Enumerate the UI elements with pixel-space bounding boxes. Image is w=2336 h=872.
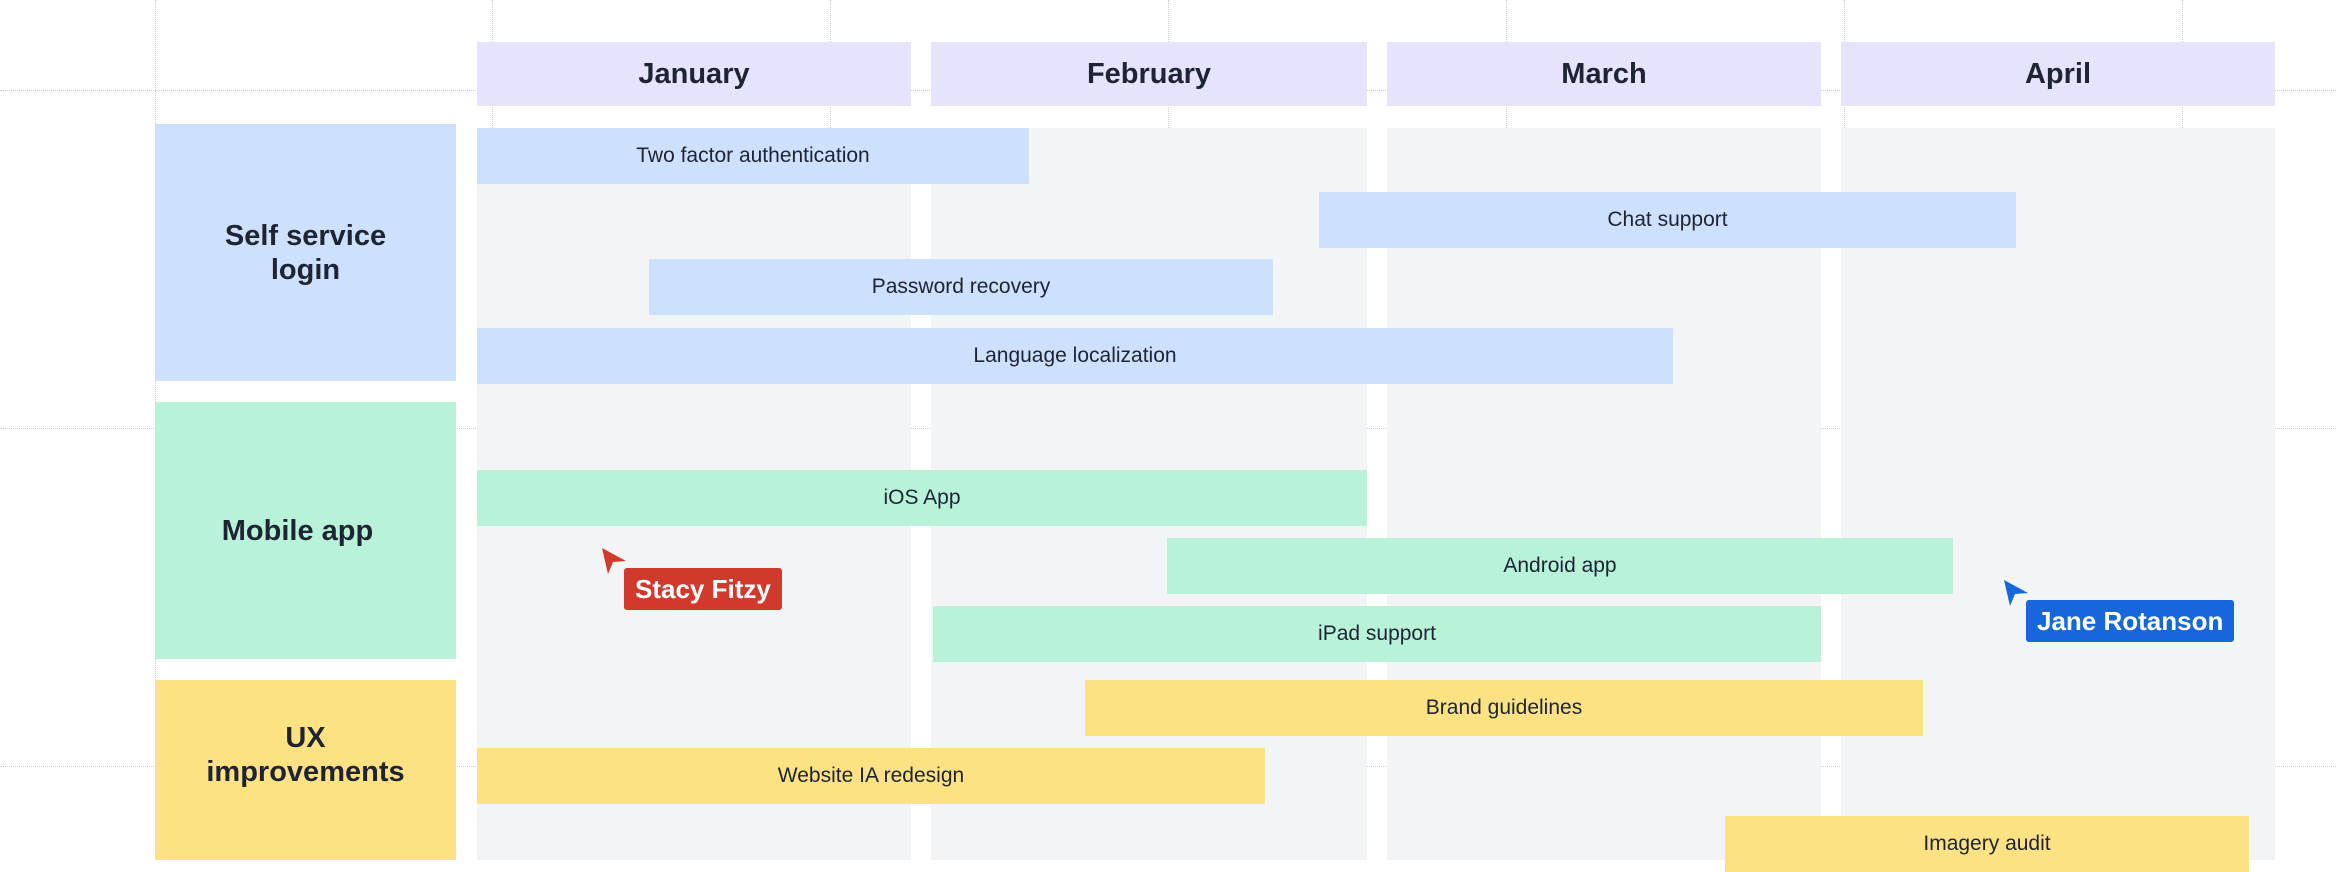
swimlane-mobile-app[interactable]: Mobile app <box>155 402 456 659</box>
task-bar-brand-guidelines[interactable]: Brand guidelines <box>1085 680 1923 736</box>
task-bar-ios-app[interactable]: iOS App <box>477 470 1367 526</box>
cursor-pointer-icon <box>602 548 626 574</box>
collaborator-cursor-label: Jane Rotanson <box>2026 600 2235 642</box>
swimlane-label: Mobile app <box>221 514 374 547</box>
task-bar-two-factor-authentication[interactable]: Two factor authentication <box>477 128 1029 184</box>
swimlane-ux-improvements[interactable]: UX improvements <box>155 680 456 860</box>
task-bar-language-localization[interactable]: Language localization <box>477 328 1673 384</box>
month-header-february[interactable]: February <box>931 42 1367 106</box>
month-header-january[interactable]: January <box>477 42 911 106</box>
swimlane-label: Self service login <box>224 219 387 286</box>
task-bar-chat-support[interactable]: Chat support <box>1319 192 2016 248</box>
task-bar-imagery-audit[interactable]: Imagery audit <box>1725 816 2249 872</box>
task-bar-password-recovery[interactable]: Password recovery <box>649 259 1273 315</box>
collaborator-cursor-label: Stacy Fitzy <box>624 568 782 610</box>
task-bar-website-ia-redesign[interactable]: Website IA redesign <box>477 748 1265 804</box>
swimlane-label: UX improvements <box>206 722 405 788</box>
task-bar-android-app[interactable]: Android app <box>1167 538 1953 594</box>
month-column-march <box>1387 128 1821 860</box>
month-header-april[interactable]: April <box>1841 42 2275 106</box>
task-bar-ipad-support[interactable]: iPad support <box>933 606 1821 662</box>
cursor-pointer-icon <box>2004 580 2028 606</box>
swimlane-self-service-login[interactable]: Self service login <box>155 124 456 381</box>
month-column-april <box>1841 128 2275 860</box>
month-header-march[interactable]: March <box>1387 42 1821 106</box>
